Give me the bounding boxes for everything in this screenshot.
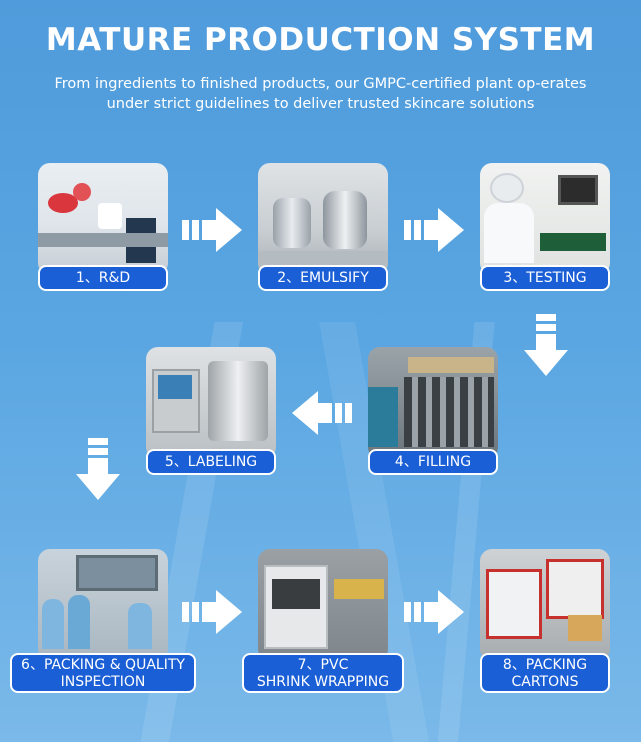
labeling-machine-photo <box>146 347 276 459</box>
arrow-left-icon <box>290 391 352 435</box>
packing-room-photo <box>38 549 168 661</box>
step-label-line2: SHRINK WRAPPING <box>244 674 402 691</box>
step-label: 6、PACKING & QUALITY INSPECTION <box>10 653 196 693</box>
arrow-right-icon <box>404 208 466 252</box>
step-1-rnd: 1、R&D <box>38 163 168 275</box>
step-8-packing-cartons: 8、PACKING CARTONS <box>480 549 610 661</box>
arrow-right-icon <box>404 590 466 634</box>
step-4-filling: 4、FILLING <box>368 347 498 459</box>
arrow-right-icon <box>182 590 244 634</box>
carton-machine-photo <box>480 549 610 661</box>
step-6-packing-quality: 6、PACKING & QUALITY INSPECTION <box>38 549 168 661</box>
lab-photo <box>38 163 168 275</box>
testing-lab-photo <box>480 163 610 275</box>
arrow-right-icon <box>182 208 244 252</box>
page-subtitle: From ingredients to finished products, o… <box>40 74 601 114</box>
step-label-line1: 7、PVC <box>244 657 402 674</box>
step-label: 5、LABELING <box>146 449 276 475</box>
step-label-line1: 6、PACKING & QUALITY <box>12 657 194 674</box>
arrow-down-icon <box>76 438 120 502</box>
emulsifier-tanks-photo <box>258 163 388 275</box>
shrink-wrap-machine-photo <box>258 549 388 661</box>
filling-machine-photo <box>368 347 498 459</box>
step-label: 7、PVC SHRINK WRAPPING <box>242 653 404 693</box>
step-label-line2: INSPECTION <box>12 674 194 691</box>
page-title: MATURE PRODUCTION SYSTEM <box>0 22 641 58</box>
step-7-pvc-shrink: 7、PVC SHRINK WRAPPING <box>258 549 388 661</box>
step-label-line1: 8、PACKING <box>482 657 608 674</box>
step-label: 3、TESTING <box>480 265 610 291</box>
step-label: 1、R&D <box>38 265 168 291</box>
step-label: 8、PACKING CARTONS <box>480 653 610 693</box>
step-5-labeling: 5、LABELING <box>146 347 276 459</box>
step-label: 4、FILLING <box>368 449 498 475</box>
step-3-testing: 3、TESTING <box>480 163 610 275</box>
step-label-line2: CARTONS <box>482 674 608 691</box>
step-2-emulsify: 2、EMULSIFY <box>258 163 388 275</box>
arrow-down-icon <box>524 314 568 378</box>
step-label: 2、EMULSIFY <box>258 265 388 291</box>
